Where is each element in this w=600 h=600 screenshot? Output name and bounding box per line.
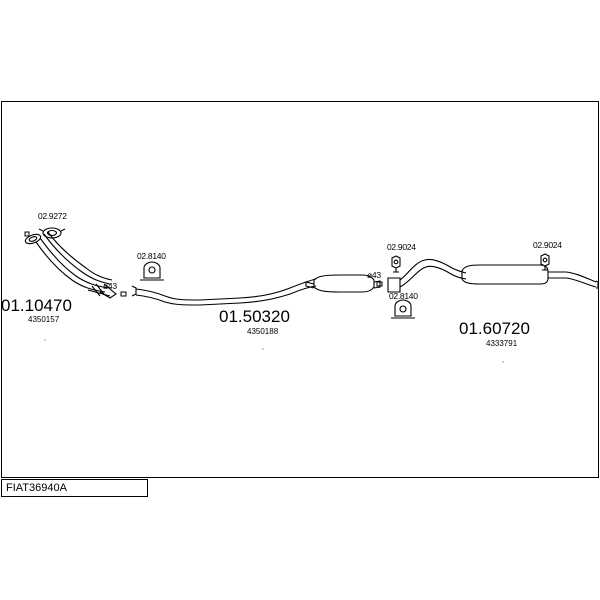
part-3-code: 01.60720 xyxy=(459,319,530,338)
rear-pipe-part xyxy=(387,258,599,293)
part-1-code: 01.10470 xyxy=(1,296,72,315)
drawing-id: FIAT36940A xyxy=(6,482,67,494)
small-clip-icon xyxy=(24,231,30,237)
part-2-oe-number: 4350188 xyxy=(247,327,279,336)
clamp-1-diameter-label: ø43 xyxy=(103,281,117,291)
front-flange-icon xyxy=(24,233,42,245)
part-2-code: 01.50320 xyxy=(219,307,290,326)
mount-4-label: 02.9024 xyxy=(533,240,562,250)
mount-2-icon xyxy=(391,255,401,273)
middle-pipe-part xyxy=(131,274,381,306)
front-pipe-part xyxy=(24,231,117,299)
mount-2-label: 02.9024 xyxy=(387,242,416,252)
mount-1-icon xyxy=(140,261,164,281)
diagram-frame xyxy=(1,101,599,478)
mount-3-label: 02.8140 xyxy=(389,291,418,301)
part-3-oe-number: 4333791 xyxy=(486,339,518,348)
drawing-id-box: FIAT36940A xyxy=(1,479,148,497)
clamp-2-icon xyxy=(376,281,383,287)
gasket-front-icon xyxy=(38,227,66,239)
part-1-oe-number: 4350157 xyxy=(28,315,60,324)
clamp-1-icon xyxy=(120,291,127,297)
gasket-front-label: 02.9272 xyxy=(38,211,67,221)
clamp-2-diameter-label: ø43 xyxy=(367,270,381,280)
mount-4-icon xyxy=(540,253,550,271)
mount-1-label: 02.8140 xyxy=(137,251,166,261)
mount-3-icon xyxy=(391,299,415,319)
